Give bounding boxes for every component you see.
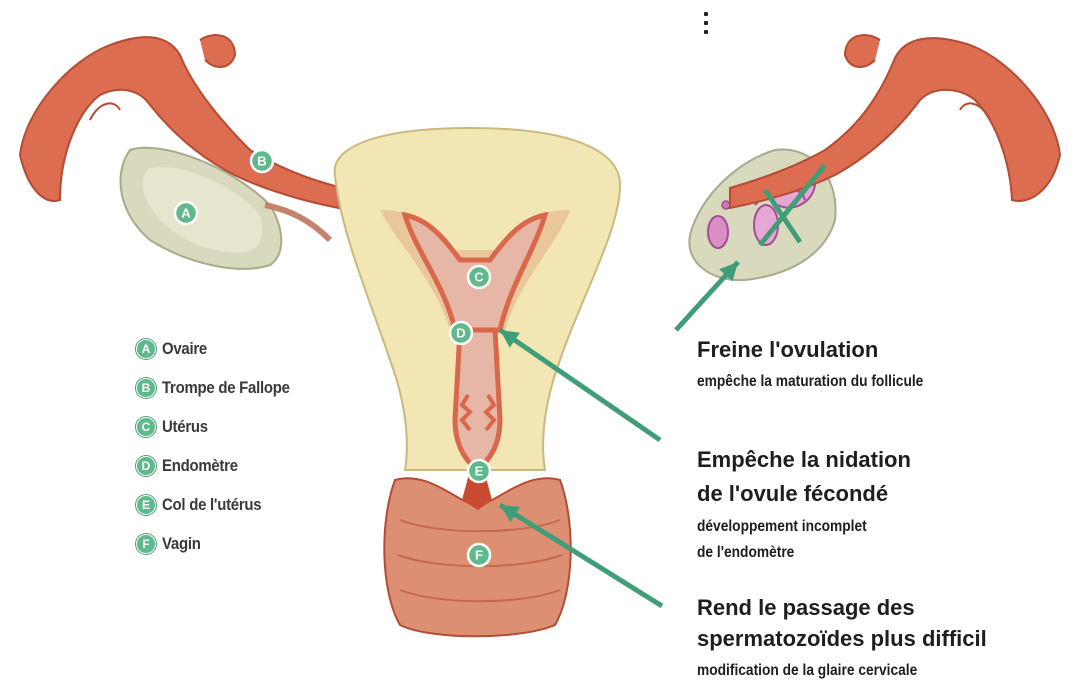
legend-item-vagin: F Vagin xyxy=(136,531,206,557)
uterus xyxy=(335,128,620,470)
legend-badge: A xyxy=(136,339,156,359)
legend-item-endometre: D Endomètre xyxy=(136,453,248,479)
effect-title: Empêche la nidation xyxy=(697,447,911,473)
more-icon xyxy=(704,12,708,39)
legend-badge: B xyxy=(136,378,156,398)
legend-label: Endomètre xyxy=(162,456,238,476)
effect-subtitle: développement incomplet xyxy=(697,518,867,536)
effect-title: spermatozoïdes plus difficil xyxy=(697,626,1081,652)
legend-item-trompe: B Trompe de Fallope xyxy=(136,375,307,401)
marker-label-f: F xyxy=(475,548,483,563)
right-fallopian-tube xyxy=(730,35,1060,208)
effect-subtitle: de l'endomètre xyxy=(697,544,794,562)
effect-subtitle: empêche la maturation du follicule xyxy=(697,373,923,391)
legend-label: Trompe de Fallope xyxy=(162,378,290,398)
legend-label: Utérus xyxy=(162,417,208,437)
legend-item-ovaire: A Ovaire xyxy=(136,336,213,362)
effect-subtitle: modification de la glaire cervicale xyxy=(697,662,917,680)
effect-title: de l'ovule fécondé xyxy=(697,481,888,507)
marker-label-d: D xyxy=(456,326,465,341)
legend-badge: D xyxy=(136,456,156,476)
marker-label-e: E xyxy=(475,464,484,479)
marker-label-c: C xyxy=(474,270,484,285)
legend-badge: E xyxy=(136,495,156,515)
legend-label: Ovaire xyxy=(162,339,207,359)
legend-label: Col de l'utérus xyxy=(162,495,261,515)
legend-badge: C xyxy=(136,417,156,437)
effect-title: Rend le passage des xyxy=(697,595,915,621)
legend-item-uterus: C Utérus xyxy=(136,414,214,440)
legend-badge: F xyxy=(136,534,156,554)
legend-item-col: E Col de l'utérus xyxy=(136,492,275,518)
legend-label: Vagin xyxy=(162,534,201,554)
marker-label-a: A xyxy=(181,206,191,221)
effect-title: Freine l'ovulation xyxy=(697,337,878,363)
marker-label-b: B xyxy=(257,154,266,169)
